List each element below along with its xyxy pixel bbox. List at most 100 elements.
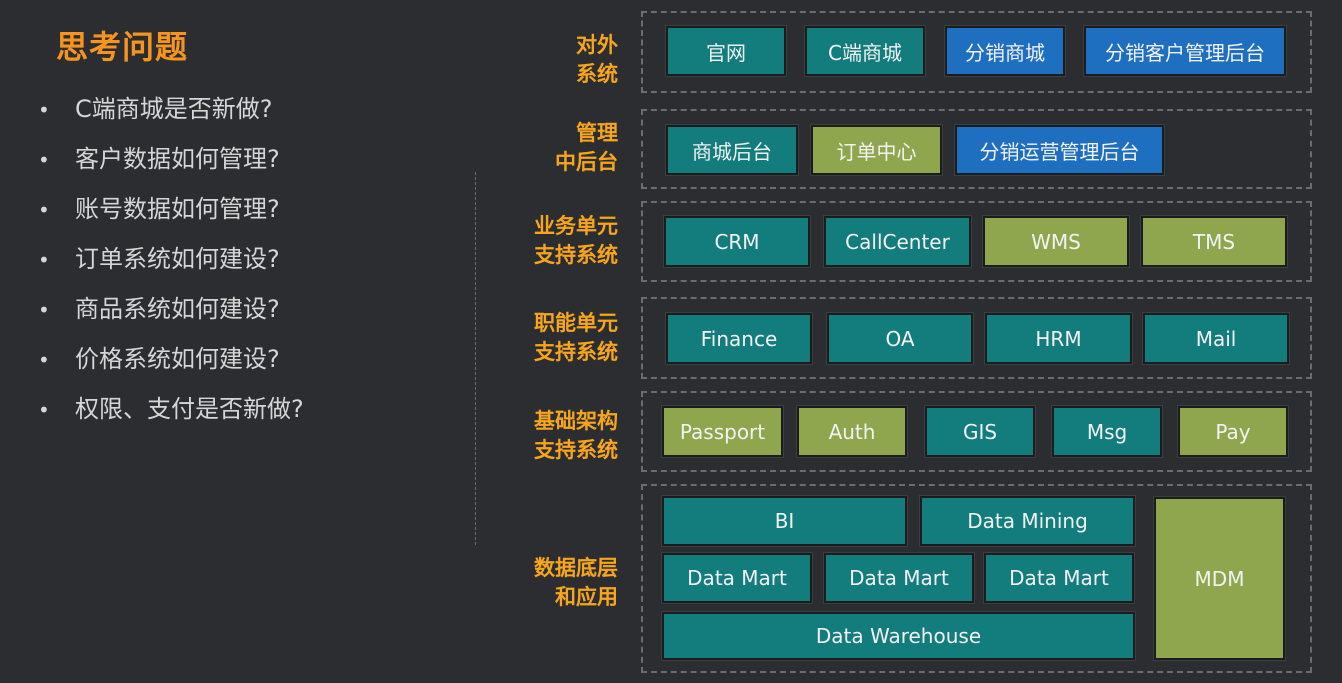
system-box-label: Auth [828, 419, 876, 444]
question-list: • C端商城是否新做? • 客户数据如何管理? • 账号数据如何管理? •订单系统如何… [38, 86, 304, 436]
bullet-dot-icon: • [38, 98, 50, 122]
system-box: CallCenter [824, 216, 971, 267]
layer-label-line: 业务单元 [534, 214, 618, 238]
layer-label-line: 基础架构 [534, 409, 618, 433]
system-box: 分销客户管理后台 [1084, 26, 1286, 76]
question-item: • 权限、支付是否新做? [38, 386, 304, 436]
question-text: 商品系统如何建设? [75, 295, 280, 323]
question-item: • C端商城是否新做? [38, 86, 304, 136]
layer-frame-data [641, 484, 1312, 673]
system-box: Auth [797, 406, 907, 457]
layer-label-infrastructure: 基础架构 支持系统 [498, 407, 618, 465]
divider-line [475, 172, 476, 545]
question-item: • 客户数据如何管理? [38, 136, 304, 186]
system-box: MDM [1154, 497, 1285, 660]
system-box: Data Mart [824, 553, 974, 603]
layer-label-line: 管理 [576, 121, 618, 145]
system-box: Data Mart [984, 553, 1134, 603]
slide-title: 思考问题 [56, 28, 189, 66]
question-text: 账号数据如何管理? [75, 195, 280, 223]
layer-label-line: 支持系统 [534, 438, 618, 462]
system-box-label: WMS [1031, 229, 1081, 254]
layer-label-line: 对外 [576, 33, 618, 57]
system-box-label: Data Warehouse [815, 624, 982, 648]
system-box: 订单中心 [811, 125, 942, 175]
question-item: • 商品系统如何建设? [38, 286, 304, 336]
bullet-dot-icon: • [38, 198, 50, 222]
system-box-label: 分销运营管理后台 [979, 139, 1140, 164]
layer-label-management: 管理 中后台 [498, 119, 618, 177]
system-box-label: 分销客户管理后台 [1105, 40, 1265, 65]
system-box-label: GIS [962, 419, 998, 444]
layer-frame-business [641, 201, 1312, 282]
layer-label-external: 对外 系统 [498, 31, 618, 89]
system-box-label: C端商城 [828, 40, 902, 65]
bullet-dot-icon: • [38, 348, 50, 372]
system-box-label: Pay [1215, 419, 1251, 444]
layer-frame-functional [641, 297, 1312, 379]
system-box-label: Finance [700, 326, 778, 351]
system-box-label: 订单中心 [836, 139, 917, 164]
system-box: Finance [666, 313, 812, 364]
system-box: 商城后台 [666, 125, 798, 175]
system-box-label: Data Mart [849, 566, 949, 590]
system-box: TMS [1141, 216, 1287, 267]
system-box-label: Passport [679, 419, 766, 444]
system-box: Mail [1143, 313, 1289, 364]
system-box-label: HRM [1035, 326, 1082, 351]
layer-label-line: 和应用 [555, 585, 618, 609]
layer-frame-infrastructure [641, 391, 1312, 472]
system-box-label: OA [885, 326, 915, 351]
system-box-label: Data Mining [967, 509, 1088, 533]
system-box-label: CallCenter [845, 229, 950, 254]
system-box: 官网 [666, 26, 786, 76]
system-box: GIS [925, 406, 1035, 457]
system-box-label: 分销商城 [965, 40, 1045, 65]
system-box: 分销运营管理后台 [955, 125, 1164, 175]
system-box: Pay [1178, 406, 1288, 457]
layer-label-data: 数据底层 和应用 [498, 554, 618, 612]
system-box: CRM [664, 216, 810, 267]
system-box: OA [827, 313, 973, 364]
question-text: 客户数据如何管理? [75, 145, 280, 173]
layer-label-business: 业务单元 支持系统 [498, 212, 618, 270]
layer-label-line: 支持系统 [534, 340, 618, 364]
bullet-dot-icon: • [38, 248, 50, 272]
system-box-label: Mail [1195, 326, 1237, 351]
system-box: Passport [662, 406, 783, 457]
system-box-label: 官网 [706, 40, 746, 65]
system-box-label: Data Mart [1009, 566, 1109, 590]
system-box: WMS [983, 216, 1129, 267]
system-box: C端商城 [805, 26, 925, 76]
system-box: Data Mining [920, 496, 1135, 546]
layer-frame-management [641, 109, 1312, 189]
layer-label-line: 职能单元 [534, 311, 618, 335]
question-text: C端商城是否新做? [75, 95, 273, 123]
layer-label-line: 系统 [576, 62, 618, 86]
question-text: 价格系统如何建设? [75, 345, 280, 373]
layer-frame-external [641, 11, 1312, 93]
question-text: 权限、支付是否新做? [75, 395, 304, 423]
question-item: • 价格系统如何建设? [38, 336, 304, 386]
bullet-dot-icon: • [38, 298, 50, 322]
system-box: 分销商城 [945, 26, 1065, 76]
system-box: BI [662, 496, 907, 546]
system-box: Msg [1052, 406, 1162, 457]
layer-label-line: 中后台 [555, 150, 618, 174]
system-box: HRM [985, 313, 1132, 364]
system-box-label: 商城后台 [692, 139, 772, 164]
system-box-label: MDM [1194, 566, 1245, 591]
system-box: Data Mart [662, 553, 812, 603]
bullet-dot-icon: • [38, 398, 50, 422]
layer-label-line: 数据底层 [534, 556, 618, 580]
layer-label-functional: 职能单元 支持系统 [498, 309, 618, 367]
question-item: •订单系统如何建设? [38, 236, 304, 286]
system-box-label: BI [774, 509, 795, 533]
layer-label-line: 支持系统 [534, 243, 618, 267]
system-box-label: Msg [1086, 419, 1128, 444]
question-item: • 账号数据如何管理? [38, 186, 304, 236]
system-box-label: Data Mart [687, 566, 787, 590]
system-box-label: TMS [1192, 229, 1236, 254]
bullet-dot-icon: • [38, 148, 50, 172]
